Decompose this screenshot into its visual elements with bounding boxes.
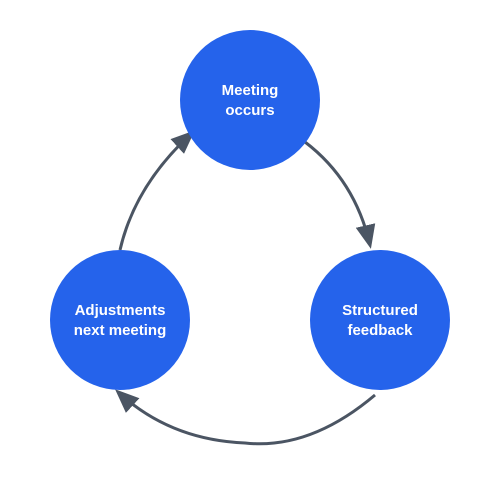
edge-meeting-to-feedback: [304, 140, 376, 249]
node-label-line1: Meeting: [222, 82, 279, 99]
node-circle: [50, 250, 190, 390]
node-label-line2: next meeting: [74, 322, 167, 339]
node-label-line2: occurs: [225, 102, 274, 119]
node-label-line2: feedback: [347, 322, 413, 339]
node-circle: [180, 30, 320, 170]
node-label-line1: Adjustments: [75, 302, 166, 319]
node-adjustments-next-meeting: Adjustments next meeting: [50, 250, 190, 390]
edge-adjustments-to-meeting: [118, 130, 195, 251]
node-circle: [310, 250, 450, 390]
node-structured-feedback: Structured feedback: [310, 250, 450, 390]
node-label-line1: Structured: [342, 302, 418, 319]
edge-feedback-to-adjustments: [115, 389, 376, 446]
node-meeting-occurs: Meeting occurs: [180, 30, 320, 170]
